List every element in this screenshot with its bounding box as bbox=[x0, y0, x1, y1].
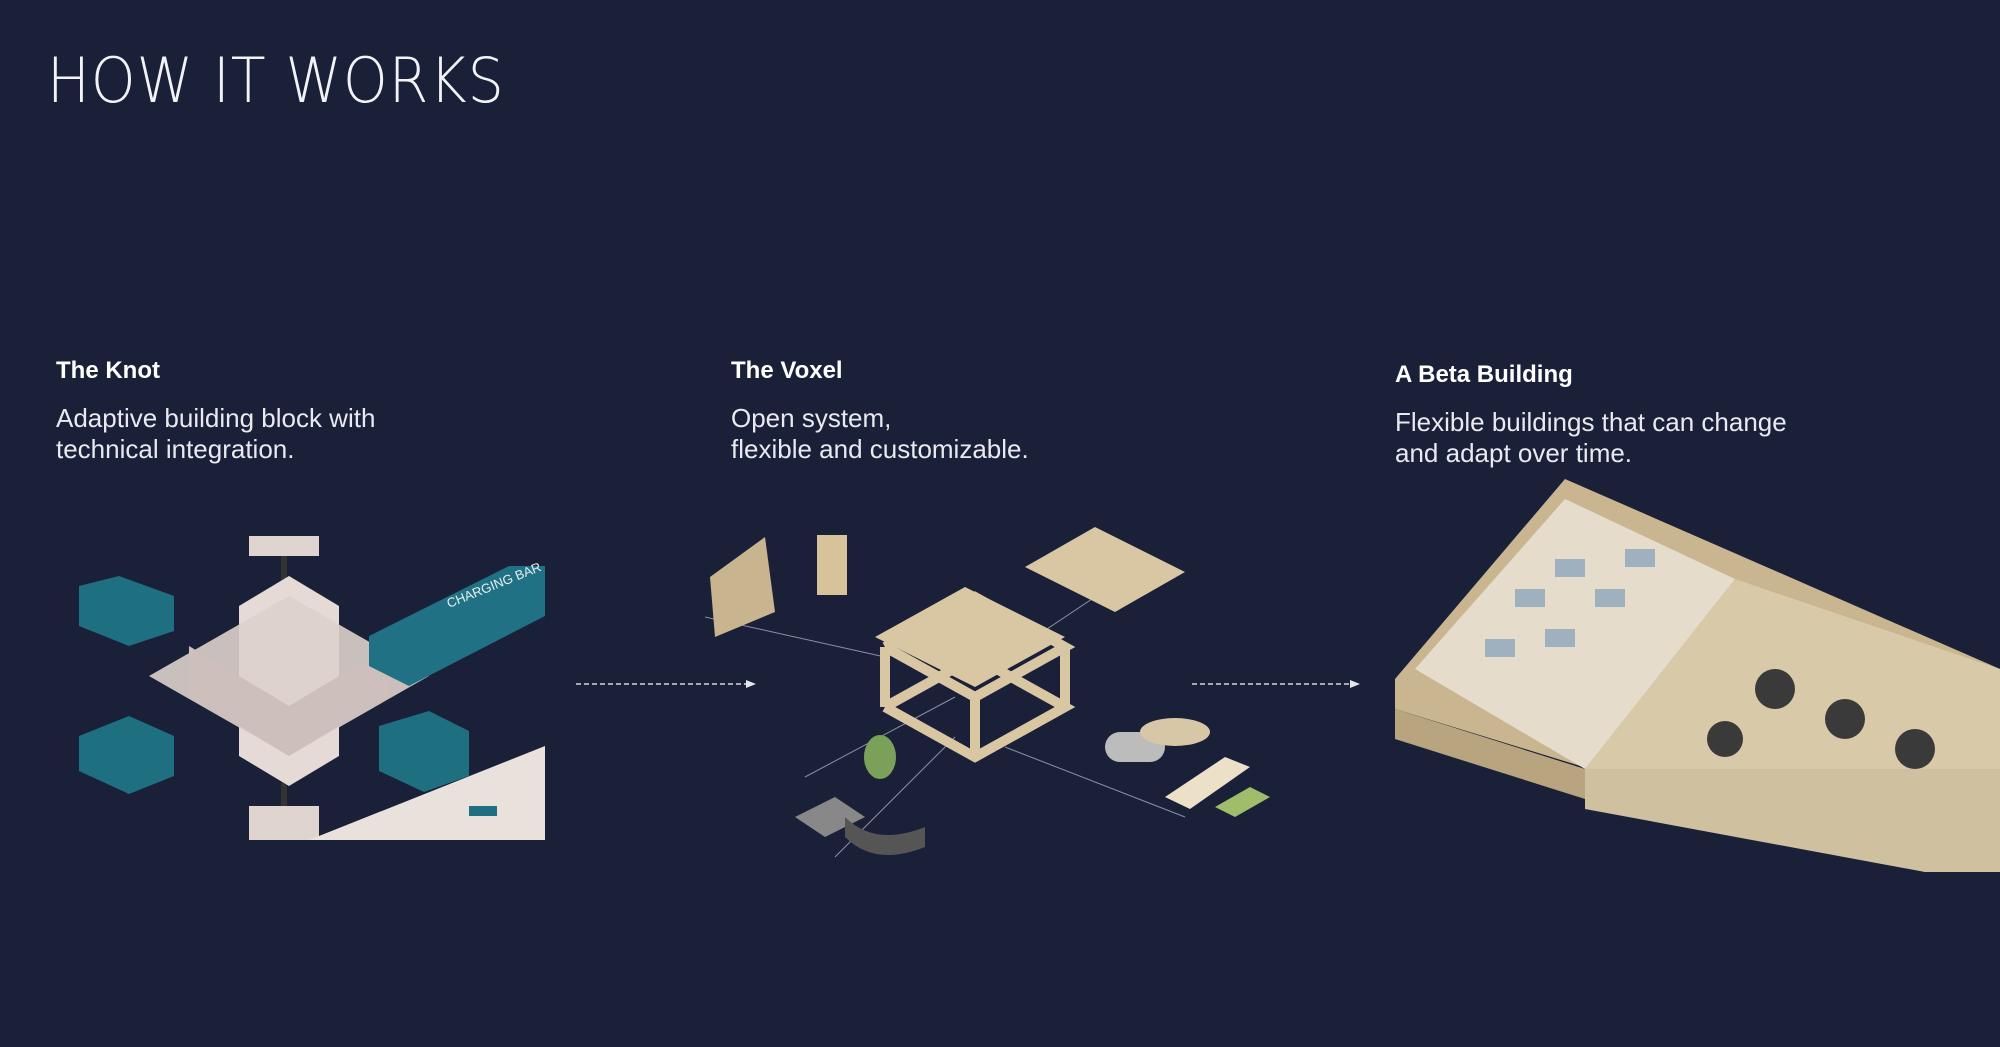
page-title: HOW IT WORKS bbox=[47, 44, 505, 117]
step-heading: The Knot bbox=[56, 357, 160, 384]
step-beta-building: A Beta Building Flexible buildings that … bbox=[1395, 361, 1787, 469]
step-description: Flexible buildings that can change and a… bbox=[1395, 407, 1787, 468]
step-heading: The Voxel bbox=[731, 357, 843, 384]
step-heading: A Beta Building bbox=[1395, 361, 1573, 388]
building-illustration bbox=[1395, 479, 2000, 872]
knot-illustration: CHARGING BAR bbox=[79, 536, 545, 840]
step-description: Open system, flexible and customizable. bbox=[731, 403, 1029, 464]
arrow-right-icon bbox=[576, 680, 756, 688]
step-knot: The Knot Adaptive building block with te… bbox=[56, 357, 375, 465]
arrow-right-icon bbox=[1192, 680, 1360, 688]
step-voxel: The Voxel Open system, flexible and cust… bbox=[731, 357, 1029, 465]
voxel-illustration bbox=[705, 527, 1270, 858]
step-description: Adaptive building block with technical i… bbox=[56, 403, 376, 464]
